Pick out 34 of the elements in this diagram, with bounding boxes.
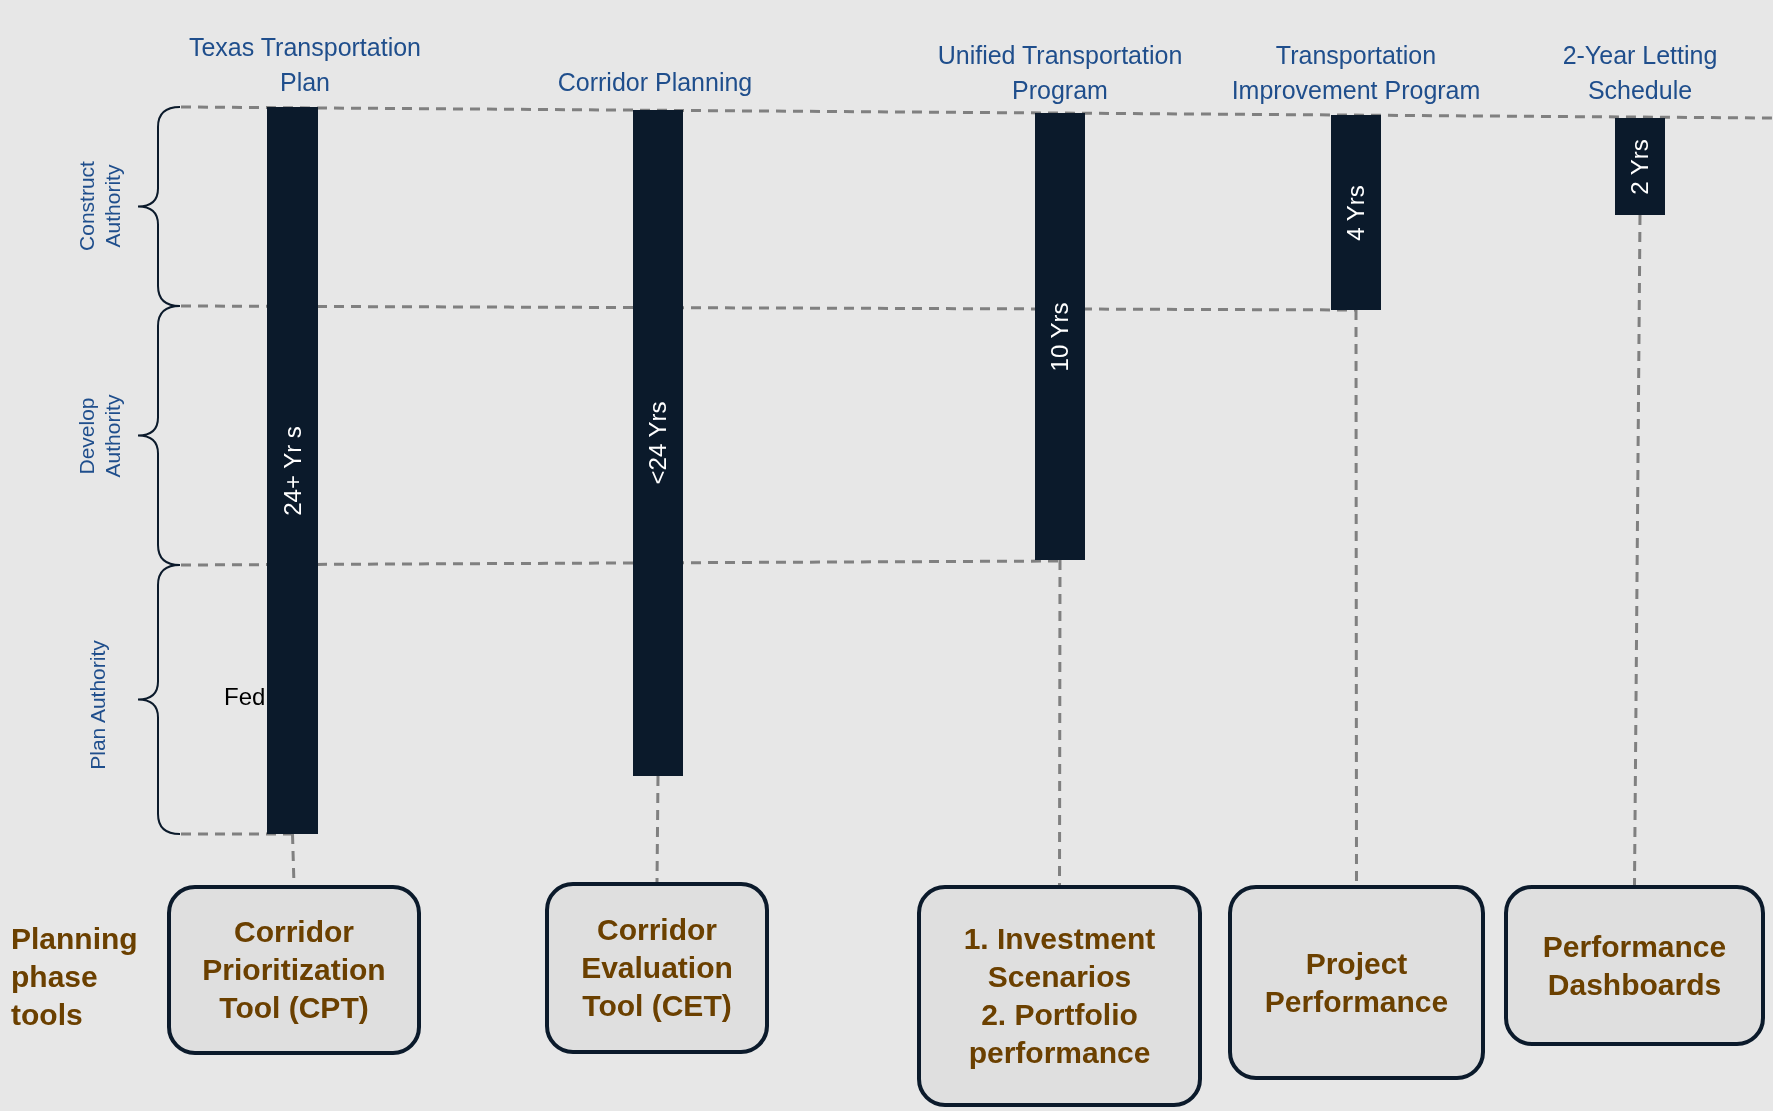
tool-name: Performance Dashboards <box>1541 928 1728 1003</box>
connector-line <box>1058 560 1062 885</box>
tool-box <box>1228 885 1485 1080</box>
duration-bar <box>1615 118 1665 215</box>
duration-label: 2 Yrs <box>1626 138 1654 195</box>
connector-line <box>655 776 660 882</box>
duration-bar <box>1035 113 1085 560</box>
duration-label: 10 Yrs <box>1046 302 1074 371</box>
plan-heading: Unified Transportation Program <box>936 40 1184 106</box>
plan-heading: Transportation Improvement Program <box>1230 40 1482 106</box>
note-label: Fed <box>224 683 266 711</box>
tool-name: 2. Portfolio performance <box>967 997 1152 1071</box>
duration-label: 24+ Yr s <box>278 425 307 516</box>
tool-name: Corridor Evaluation Tool (CET) <box>580 912 734 1024</box>
authority-label: Construct Authority <box>74 160 125 253</box>
tool-box <box>167 885 421 1055</box>
authority-label: Plan Authority <box>85 639 110 772</box>
row-label: Planning phase tools <box>11 921 139 1033</box>
plan-heading: Corridor Planning <box>557 67 753 98</box>
connector-line <box>1633 215 1642 885</box>
tool-name: 1. Investment Scenarios <box>962 921 1157 995</box>
duration-bar <box>1331 115 1381 310</box>
tool-box <box>1504 885 1765 1046</box>
duration-bar <box>267 107 318 834</box>
tool-name: Project Performance <box>1263 945 1450 1020</box>
duration-bar <box>633 110 683 776</box>
duration-label: <24 Yrs <box>644 401 672 485</box>
tool-box <box>917 885 1202 1107</box>
tool-box <box>545 882 769 1054</box>
authority-label: Develop Authority <box>74 393 125 480</box>
duration-label: 4 Yrs <box>1342 184 1370 241</box>
plan-heading: Texas Transportation Plan <box>187 32 423 98</box>
plan-heading: 2-Year Letting Schedule <box>1561 40 1719 106</box>
tool-name: Corridor Prioritization Tool (CPT) <box>201 914 387 1026</box>
